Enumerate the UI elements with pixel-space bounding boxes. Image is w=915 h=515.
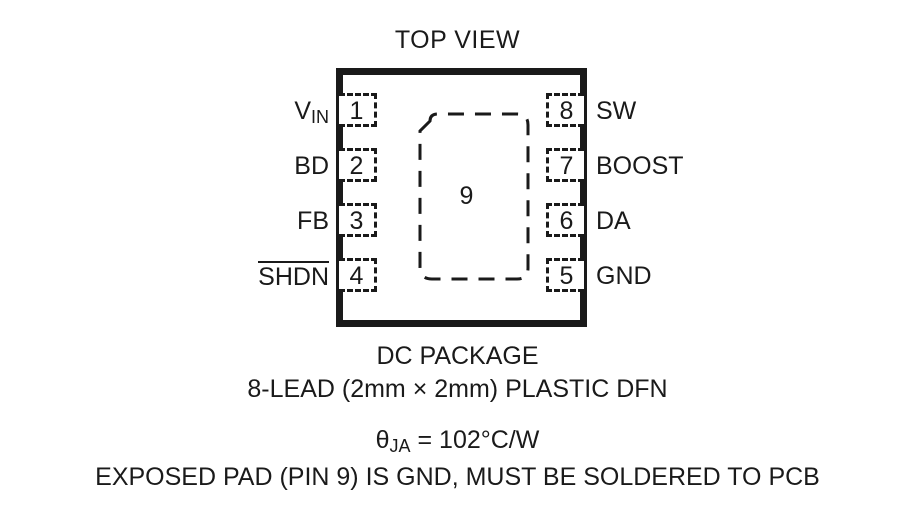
- package-outline: 9 1 VIN 2 BD 3 FB 4 SHDN 8 SW 7 BOOST 6 …: [258, 68, 684, 327]
- thermal-resistance-caption: θJA = 102°C/W: [0, 424, 915, 459]
- pin-label-gnd: GND: [596, 262, 652, 290]
- package-caption: DC PACKAGE 8-LEAD (2mm × 2mm) PLASTIC DF…: [0, 340, 915, 406]
- exposed-pad-note-caption: EXPOSED PAD (PIN 9) IS GND, MUST BE SOLD…: [0, 461, 915, 494]
- pin-label-boost: BOOST: [596, 152, 684, 180]
- pin-number-3: 3: [349, 207, 364, 235]
- pin-number-5: 5: [559, 262, 574, 290]
- pin-number-6: 6: [559, 207, 574, 235]
- pin-label-vin-subscript: IN: [311, 107, 329, 127]
- theta-value: = 102°C/W: [417, 426, 540, 454]
- pin-box-1[interactable]: 1 VIN: [294, 93, 377, 127]
- pin-label-vin: VIN: [294, 96, 329, 128]
- pin-number-4: 4: [349, 262, 364, 290]
- pin-box-2[interactable]: 2 BD: [294, 148, 377, 182]
- pin-box-3[interactable]: 3 FB: [297, 203, 377, 237]
- pin-box-7[interactable]: 7 BOOST: [546, 148, 684, 182]
- theta-subscript: JA: [389, 436, 411, 456]
- pin-number-7: 7: [559, 152, 574, 180]
- pin-label-da: DA: [596, 207, 631, 235]
- pin-label-shdn: SHDN: [258, 261, 329, 292]
- pin-label-shdn-text: SHDN: [258, 261, 329, 291]
- pin-label-sw: SW: [596, 97, 637, 125]
- exposed-pad-note-text: EXPOSED PAD (PIN 9) IS GND, MUST BE SOLD…: [95, 463, 820, 491]
- pin-box-6[interactable]: 6 DA: [546, 203, 631, 237]
- pin-box-4[interactable]: 4 SHDN: [258, 258, 377, 292]
- pin-label-vin-text: V: [294, 97, 311, 125]
- pin-label-fb: FB: [297, 207, 329, 235]
- theta-symbol: θ: [375, 426, 390, 454]
- pin-box-5[interactable]: 5 GND: [546, 258, 652, 292]
- pin-box-8[interactable]: 8 SW: [546, 93, 636, 127]
- pin-label-bd: BD: [294, 152, 329, 180]
- theta-ja-line: θJA = 102°C/W: [0, 424, 915, 459]
- package-description-text: 8-LEAD (2mm × 2mm) PLASTIC DFN: [247, 375, 668, 403]
- pin-number-1: 1: [349, 97, 364, 125]
- exposed-pad-number: 9: [459, 182, 474, 210]
- pin-number-2: 2: [349, 152, 364, 180]
- page-title: TOP VIEW: [394, 26, 521, 54]
- exposed-pad: 9: [404, 109, 530, 284]
- pin-number-8: 8: [559, 97, 574, 125]
- package-name-text: DC PACKAGE: [376, 342, 539, 370]
- exposed-pad-shape: [418, 112, 530, 281]
